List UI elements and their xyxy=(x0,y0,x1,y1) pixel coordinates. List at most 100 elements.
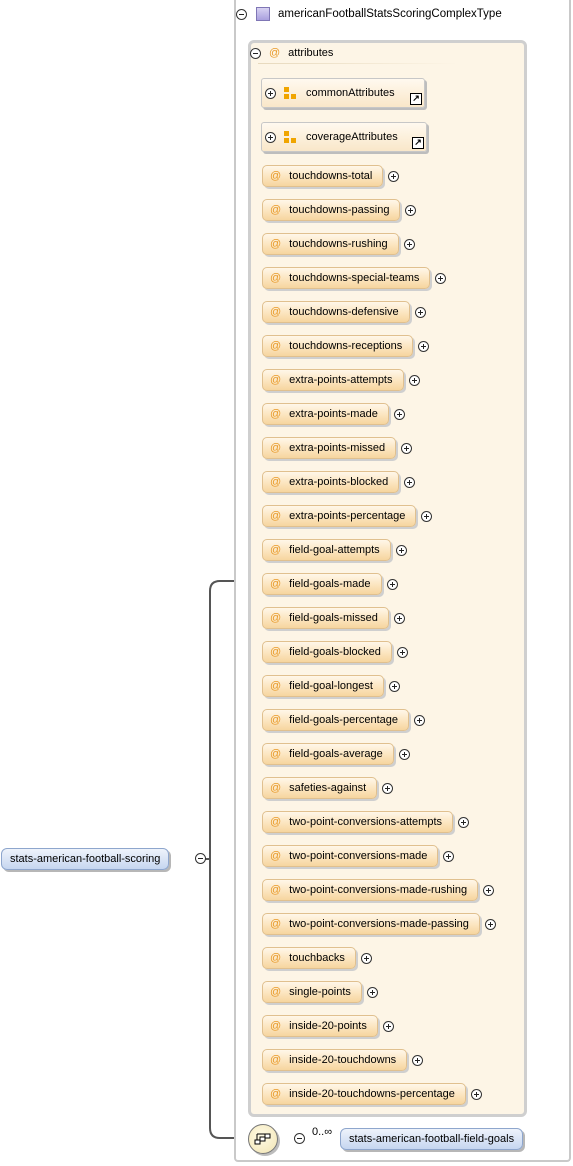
attribute-row[interactable]: @touchdowns-rushing xyxy=(262,233,415,255)
attribute-pill[interactable]: @safeties-against xyxy=(262,777,378,799)
attribute-pill[interactable]: @extra-points-percentage xyxy=(262,505,417,527)
collapse-sequence-icon[interactable] xyxy=(294,1133,306,1144)
expand-icon[interactable] xyxy=(414,714,426,726)
attribute-row[interactable]: @touchdowns-receptions xyxy=(262,335,430,357)
expand-icon[interactable] xyxy=(388,680,400,692)
attribute-pill[interactable]: @two-point-conversions-made-passing xyxy=(262,913,480,935)
expand-icon[interactable] xyxy=(403,238,415,250)
attribute-pill[interactable]: @touchdowns-passing xyxy=(262,199,401,221)
attribute-pill[interactable]: @touchdowns-rushing xyxy=(262,233,399,255)
expand-icon[interactable] xyxy=(484,918,496,930)
attribute-row[interactable]: @extra-points-blocked xyxy=(262,471,416,493)
attribute-pill[interactable]: @extra-points-made xyxy=(262,403,389,425)
attribute-pill[interactable]: @touchbacks xyxy=(262,947,356,969)
expand-icon[interactable] xyxy=(386,578,398,590)
attribute-group-label: coverageAttributes xyxy=(306,131,398,143)
attribute-row[interactable]: @field-goal-attempts xyxy=(262,539,407,561)
attribute-row[interactable]: @inside-20-touchdowns xyxy=(262,1049,424,1071)
link-arrow-icon[interactable]: ↗ xyxy=(412,137,424,149)
attribute-row[interactable]: @two-point-conversions-made-rushing xyxy=(262,879,495,901)
expand-icon[interactable] xyxy=(435,272,447,284)
attribute-row[interactable]: @field-goals-percentage xyxy=(262,709,426,731)
collapse-root-icon[interactable] xyxy=(195,853,206,864)
sequence-compositor-icon[interactable] xyxy=(248,1124,278,1154)
attribute-pill[interactable]: @single-points xyxy=(262,981,362,1003)
attribute-pill[interactable]: @field-goals-made xyxy=(262,573,382,595)
attribute-row[interactable]: @touchdowns-total xyxy=(262,165,400,187)
attribute-group-ref-common[interactable]: commonAttributes ↗ xyxy=(261,78,425,108)
collapse-attributes-icon[interactable] xyxy=(250,47,261,59)
attribute-row[interactable]: @inside-20-points xyxy=(262,1015,394,1037)
attribute-row[interactable]: @two-point-conversions-attempts xyxy=(262,811,470,833)
expand-icon[interactable] xyxy=(393,408,405,420)
attribute-row[interactable]: @field-goals-blocked xyxy=(262,641,408,663)
attribute-pill[interactable]: @two-point-conversions-made xyxy=(262,845,439,867)
expand-icon[interactable] xyxy=(396,646,408,658)
attribute-pill[interactable]: @two-point-conversions-made-rushing xyxy=(262,879,479,901)
attribute-row[interactable]: @extra-points-made xyxy=(262,403,405,425)
expand-icon[interactable] xyxy=(405,204,417,216)
expand-icon[interactable] xyxy=(366,986,378,998)
attribute-row[interactable]: @single-points xyxy=(262,981,378,1003)
attribute-row[interactable]: @touchdowns-special-teams xyxy=(262,267,447,289)
attribute-row[interactable]: @two-point-conversions-made-passing xyxy=(262,913,496,935)
attribute-pill[interactable]: @touchdowns-receptions xyxy=(262,335,414,357)
attribute-pill[interactable]: @field-goals-blocked xyxy=(262,641,392,663)
attribute-pill[interactable]: @two-point-conversions-attempts xyxy=(262,811,454,833)
attribute-row[interactable]: @touchdowns-passing xyxy=(262,199,417,221)
link-arrow-icon[interactable]: ↗ xyxy=(410,93,422,105)
expand-icon[interactable] xyxy=(265,87,276,99)
expand-icon[interactable] xyxy=(382,782,394,794)
expand-icon[interactable] xyxy=(382,1020,394,1032)
attribute-row[interactable]: @two-point-conversions-made xyxy=(262,845,455,867)
attribute-row[interactable]: @field-goals-average xyxy=(262,743,410,765)
attribute-pill[interactable]: @touchdowns-total xyxy=(262,165,384,187)
expand-icon[interactable] xyxy=(393,612,405,624)
expand-icon[interactable] xyxy=(401,442,413,454)
complex-type-header: americanFootballStatsScoringComplexType xyxy=(236,3,502,25)
attribute-pill[interactable]: @field-goals-percentage xyxy=(262,709,410,731)
attribute-pill[interactable]: @field-goal-attempts xyxy=(262,539,391,561)
attribute-pill[interactable]: @field-goals-missed xyxy=(262,607,389,629)
expand-icon[interactable] xyxy=(265,131,276,143)
child-element[interactable]: stats-american-football-field-goals xyxy=(340,1128,524,1150)
attribute-row[interactable]: @extra-points-missed xyxy=(262,437,413,459)
expand-icon[interactable] xyxy=(470,1088,482,1100)
collapse-type-icon[interactable] xyxy=(236,8,247,20)
attribute-pill[interactable]: @field-goals-average xyxy=(262,743,394,765)
at-sign-icon: @ xyxy=(270,442,282,454)
expand-icon[interactable] xyxy=(443,850,455,862)
expand-icon[interactable] xyxy=(421,510,433,522)
attribute-row[interactable]: @field-goals-missed xyxy=(262,607,405,629)
expand-icon[interactable] xyxy=(360,952,372,964)
expand-icon[interactable] xyxy=(412,1054,424,1066)
root-element[interactable]: stats-american-football-scoring xyxy=(1,848,170,870)
attribute-row[interactable]: @field-goal-longest xyxy=(262,675,400,697)
expand-icon[interactable] xyxy=(388,170,400,182)
attribute-pill[interactable]: @inside-20-touchdowns xyxy=(262,1049,408,1071)
attribute-row[interactable]: @extra-points-attempts xyxy=(262,369,420,391)
attribute-pill[interactable]: @inside-20-points xyxy=(262,1015,378,1037)
attribute-pill[interactable]: @extra-points-blocked xyxy=(262,471,400,493)
expand-icon[interactable] xyxy=(458,816,470,828)
expand-icon[interactable] xyxy=(395,544,407,556)
attribute-row[interactable]: @touchbacks xyxy=(262,947,372,969)
attribute-pill[interactable]: @inside-20-touchdowns-percentage xyxy=(262,1083,466,1105)
attribute-group-ref-coverage[interactable]: coverageAttributes ↗ xyxy=(261,122,427,152)
expand-icon[interactable] xyxy=(483,884,495,896)
attribute-pill[interactable]: @touchdowns-special-teams xyxy=(262,267,431,289)
attribute-row[interactable]: @field-goals-made xyxy=(262,573,398,595)
attribute-row[interactable]: @inside-20-touchdowns-percentage xyxy=(262,1083,482,1105)
attribute-row[interactable]: @touchdowns-defensive xyxy=(262,301,426,323)
attribute-pill[interactable]: @extra-points-missed xyxy=(262,437,397,459)
expand-icon[interactable] xyxy=(418,340,430,352)
expand-icon[interactable] xyxy=(404,476,416,488)
expand-icon[interactable] xyxy=(408,374,420,386)
attribute-pill[interactable]: @field-goal-longest xyxy=(262,675,384,697)
attribute-row[interactable]: @extra-points-percentage xyxy=(262,505,433,527)
expand-icon[interactable] xyxy=(398,748,410,760)
attribute-row[interactable]: @safeties-against xyxy=(262,777,394,799)
expand-icon[interactable] xyxy=(414,306,426,318)
attribute-pill[interactable]: @extra-points-attempts xyxy=(262,369,404,391)
attribute-pill[interactable]: @touchdowns-defensive xyxy=(262,301,410,323)
